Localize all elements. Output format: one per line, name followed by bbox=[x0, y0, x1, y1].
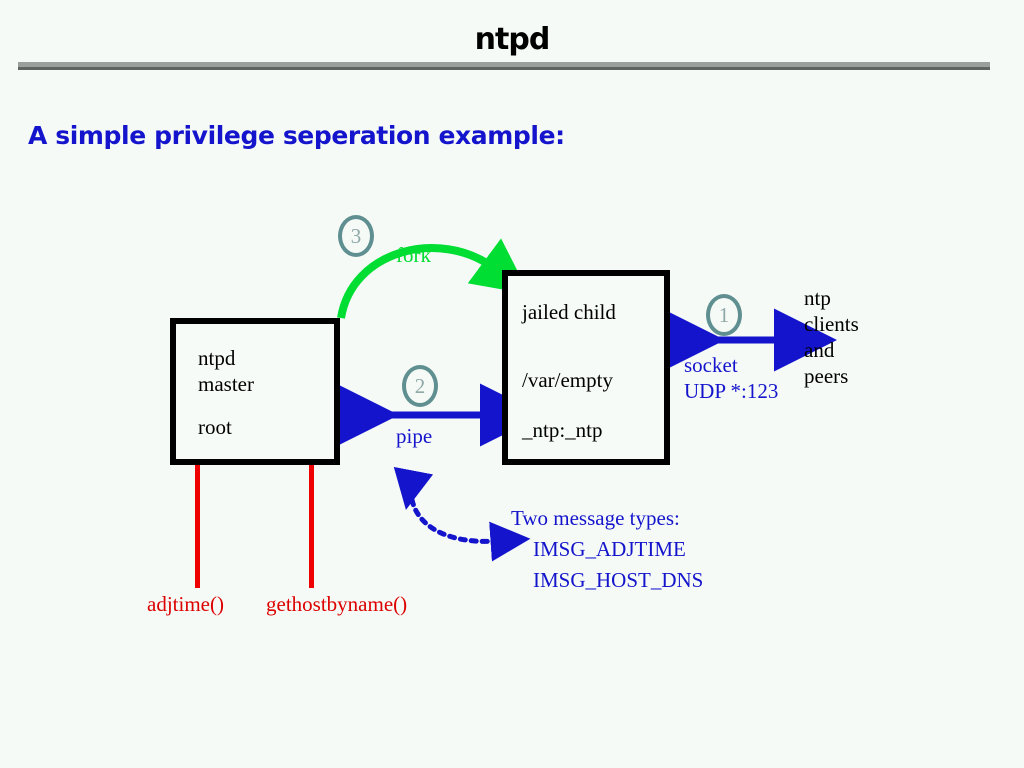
message-type-2: IMSG_HOST_DNS bbox=[533, 568, 704, 592]
ntp-clients-label: ntp clients and peers bbox=[804, 285, 859, 389]
title-divider-upper bbox=[18, 62, 990, 67]
adjtime-call-line bbox=[195, 463, 200, 588]
ntpd-master-box[interactable]: ntpd master root bbox=[170, 318, 340, 465]
message-types-heading: Two message types: bbox=[511, 506, 680, 530]
socket-label: socket bbox=[684, 353, 738, 377]
step-badge-1: 1 bbox=[706, 294, 742, 336]
step-badge-3: 3 bbox=[338, 215, 374, 257]
slide-subtitle: A simple privilege seperation example: bbox=[28, 121, 565, 150]
gethostbyname-call-line bbox=[309, 463, 314, 588]
master-box-line-1: ntpd bbox=[198, 346, 236, 370]
endpoint-line-3: and bbox=[804, 338, 835, 362]
adjtime-label: adjtime() bbox=[147, 592, 224, 616]
page-title: ntpd bbox=[474, 22, 551, 57]
child-box-line-3: _ntp:_ntp bbox=[522, 418, 603, 442]
master-box-line-2: master bbox=[198, 372, 254, 396]
step-badge-2: 2 bbox=[402, 365, 438, 407]
fork-label: fork bbox=[396, 243, 431, 267]
endpoint-line-2: clients bbox=[804, 312, 859, 336]
title-divider bbox=[18, 62, 990, 70]
endpoint-line-1: ntp bbox=[804, 286, 831, 310]
title-divider-lower bbox=[18, 67, 990, 70]
child-box-line-1: jailed child bbox=[522, 300, 616, 324]
message-types-arrow bbox=[393, 466, 531, 562]
message-types-block: Two message types: IMSG_ADJTIME IMSG_HOS… bbox=[511, 503, 703, 596]
endpoint-line-4: peers bbox=[804, 364, 849, 388]
pipe-label: pipe bbox=[396, 424, 433, 448]
jailed-child-box[interactable]: jailed child /var/empty _ntp:_ntp bbox=[502, 270, 670, 465]
master-box-line-3: root bbox=[198, 415, 232, 439]
message-type-1: IMSG_ADJTIME bbox=[533, 537, 686, 561]
child-box-line-2: /var/empty bbox=[522, 368, 613, 392]
gethostbyname-label: gethostbyname() bbox=[266, 592, 408, 616]
socket-port-label: UDP *:123 bbox=[684, 379, 779, 403]
